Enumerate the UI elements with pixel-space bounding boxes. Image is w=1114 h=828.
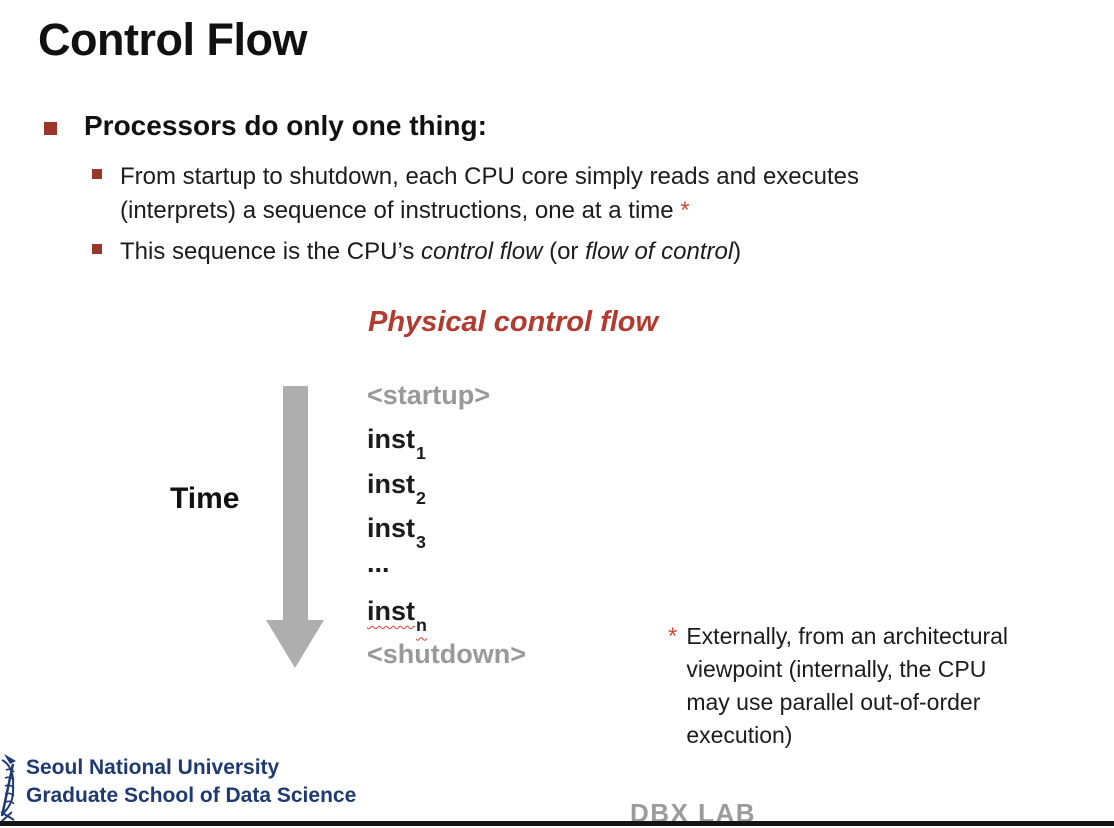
bullet-level2-text: This sequence is the CPU’s control flow … [120,235,741,269]
inst-subscript: 1 [416,443,426,464]
footnote-line: viewpoint (internally, the CPU [686,656,987,682]
inst-base: inst [367,469,416,499]
flow-ellipsis: ... [367,548,390,578]
bullet-square-icon [92,169,102,179]
time-arrow-head-icon [266,620,324,668]
bullet-level2-startup-shutdown: From startup to shutdown, each CPU core … [92,160,859,228]
snu-logo-icon [0,754,16,823]
inst-base: inst [367,424,416,454]
footer-university: Seoul National University [26,756,280,779]
sentence-post: ) [733,238,742,265]
footnote-asterisk: * [668,623,678,650]
footnote-line: Externally, from an architectural [686,623,1009,649]
inst-base: inst [367,596,416,626]
flow-startup: <startup> [367,380,491,410]
diagram-heading: Physical control flow [368,306,659,338]
time-label: Time [170,482,240,515]
inst-subscript: 3 [416,532,426,553]
bullet-line: This sequence is the CPU’s control flow … [120,235,741,269]
footnote-line: may use parallel out-of-order [686,689,981,715]
inst-base: inst [367,513,416,543]
footer-affiliation: Seoul National University Graduate Schoo… [26,754,356,810]
bullet-level2-text: From startup to shutdown, each CPU core … [120,160,859,228]
bottom-border [0,821,1114,826]
footnote: * Externally, from an architectural viewp… [668,620,1008,752]
footnote-line: execution) [686,722,793,748]
inst-subscript: n [416,615,427,636]
inst-subscript: 2 [416,488,426,509]
bullet-level2-control-flow: This sequence is the CPU’s control flow … [92,235,741,269]
page-title: Control Flow [38,14,307,65]
italic-term: control flow [421,238,543,265]
flow-instn: instn [367,596,427,634]
footer-school: Graduate School of Data Science [26,784,357,807]
flow-shutdown: <shutdown> [367,639,527,669]
flow-inst2: inst2 [367,469,426,507]
bullet-line-text: (interprets) a sequence of instructions,… [120,197,681,224]
bullet-line: (interprets) a sequence of instructions,… [120,194,859,228]
italic-term: flow of control [585,238,734,265]
sentence-mid: (or [542,238,586,265]
bullet-level1: Processors do only one thing: [44,110,487,142]
flow-inst3: inst3 [367,513,426,551]
footnote-asterisk: * [680,197,690,224]
bullet-square-icon [92,244,102,254]
flow-inst1: inst1 [367,424,426,462]
footnote-text: Externally, from an architectural viewpoi… [686,620,1008,752]
time-arrow-shaft [283,386,308,622]
bullet-level1-text: Processors do only one thing: [84,110,487,141]
bullet-square-icon [44,122,57,135]
sentence-pre: This sequence is the CPU’s [120,238,422,265]
bullet-line: From startup to shutdown, each CPU core … [120,163,860,190]
